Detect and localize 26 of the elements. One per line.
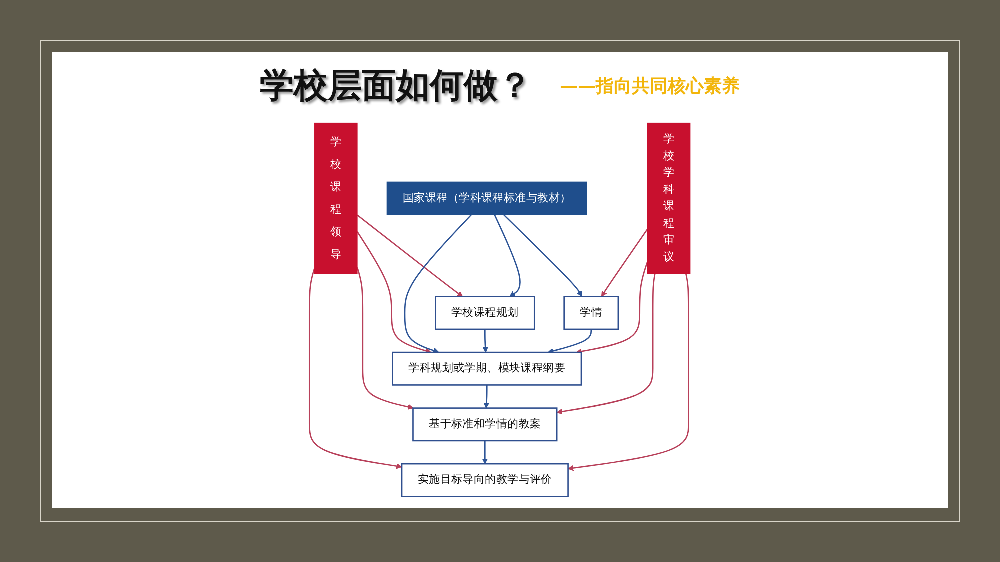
arrow (357, 214, 464, 298)
node-box (435, 296, 536, 330)
arrow (503, 214, 582, 298)
slide-panel: 学校层面如何做？ ——指向共同核心素养 学校课程领导 国家课程（学科课程标准与教材） 学校学科课程审议 学校课程规划 学情 学科规划或学期、模块课程纲要 基于标准和学情的教案 实施目标导向的教学与评价 (52, 52, 948, 508)
subtitle: ——指向共同核心素养 (560, 75, 740, 98)
arrow (494, 214, 521, 298)
arrow (404, 214, 472, 354)
arrow (356, 268, 414, 410)
arrow (601, 229, 648, 298)
arrow (482, 329, 488, 353)
arrow (356, 232, 432, 354)
node-box (386, 182, 588, 216)
arrow (308, 268, 402, 470)
node-box (647, 122, 691, 274)
node-box (314, 122, 358, 274)
title: 学校层面如何做？ (260, 65, 532, 108)
arrow (568, 274, 690, 472)
arrow (482, 440, 488, 464)
node-box (392, 352, 582, 386)
arrow (548, 329, 592, 354)
node-box (412, 408, 558, 442)
arrow (556, 274, 656, 415)
arrow (484, 385, 490, 409)
node-box (401, 463, 569, 498)
node-box (564, 296, 620, 330)
arrow (576, 262, 648, 354)
